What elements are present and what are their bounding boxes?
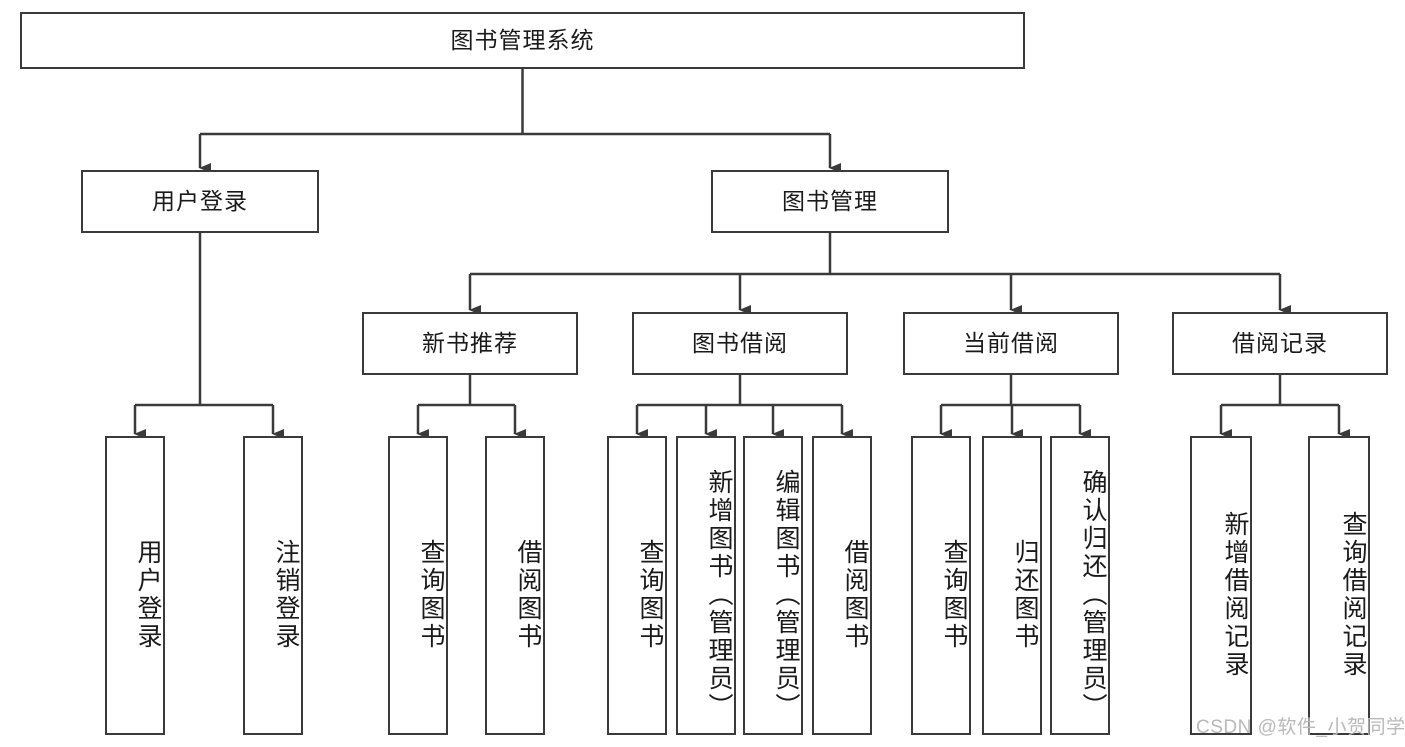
node-leaf-9[interactable]: 归还图书	[982, 436, 1042, 735]
node-leaf-2[interactable]: 查询图书	[388, 436, 448, 735]
node-label: 新增图书（管理员）	[705, 468, 733, 721]
node-root-system[interactable]: 图书管理系统	[20, 12, 1025, 69]
node-leaf-1[interactable]: 注销登录	[243, 436, 303, 735]
node-leaf-6[interactable]: 编辑图书（管理员）	[743, 436, 803, 735]
node-leaf-4[interactable]: 查询图书	[607, 436, 667, 735]
node-label: 图书管理系统	[450, 26, 595, 53]
node-leaf-11[interactable]: 新增借阅记录	[1190, 436, 1252, 735]
node-label: 编辑图书（管理员）	[772, 468, 800, 721]
node-label: 图书管理	[782, 187, 878, 214]
node-level3-3[interactable]: 借阅记录	[1172, 312, 1388, 375]
node-level2-0[interactable]: 用户登录	[81, 170, 319, 233]
node-level3-2[interactable]: 当前借阅	[903, 312, 1119, 375]
node-label: 查询图书	[940, 538, 968, 651]
node-label: 借阅图书	[841, 538, 869, 651]
node-label: 查询图书	[636, 538, 664, 651]
node-label: 借阅记录	[1232, 329, 1328, 356]
node-leaf-8[interactable]: 查询图书	[911, 436, 971, 735]
node-label: 归还图书	[1011, 538, 1039, 651]
node-label: 查询图书	[417, 538, 445, 651]
node-leaf-0[interactable]: 用户登录	[105, 436, 165, 735]
csdn-watermark: CSDN @软件_小贺同学	[1196, 717, 1405, 738]
node-label: 图书借阅	[692, 329, 788, 356]
node-leaf-7[interactable]: 借阅图书	[812, 436, 872, 735]
node-leaf-12[interactable]: 查询借阅记录	[1308, 436, 1370, 735]
node-leaf-5[interactable]: 新增图书（管理员）	[676, 436, 736, 735]
node-label: 注销登录	[272, 538, 300, 651]
node-label: 当前借阅	[963, 329, 1059, 356]
node-label: 新书推荐	[422, 329, 518, 356]
node-level3-1[interactable]: 图书借阅	[632, 312, 848, 375]
node-leaf-3[interactable]: 借阅图书	[485, 436, 545, 735]
node-label: 借阅图书	[514, 538, 542, 651]
node-label: 用户登录	[134, 538, 162, 651]
node-leaf-10[interactable]: 确认归还（管理员）	[1050, 436, 1110, 735]
node-label: 新增借阅记录	[1221, 510, 1249, 679]
node-label: 确认归还（管理员）	[1079, 468, 1107, 721]
node-label: 用户登录	[152, 187, 248, 214]
node-level2-1[interactable]: 图书管理	[711, 170, 949, 233]
node-label: 查询借阅记录	[1339, 510, 1367, 679]
node-level3-0[interactable]: 新书推荐	[362, 312, 578, 375]
